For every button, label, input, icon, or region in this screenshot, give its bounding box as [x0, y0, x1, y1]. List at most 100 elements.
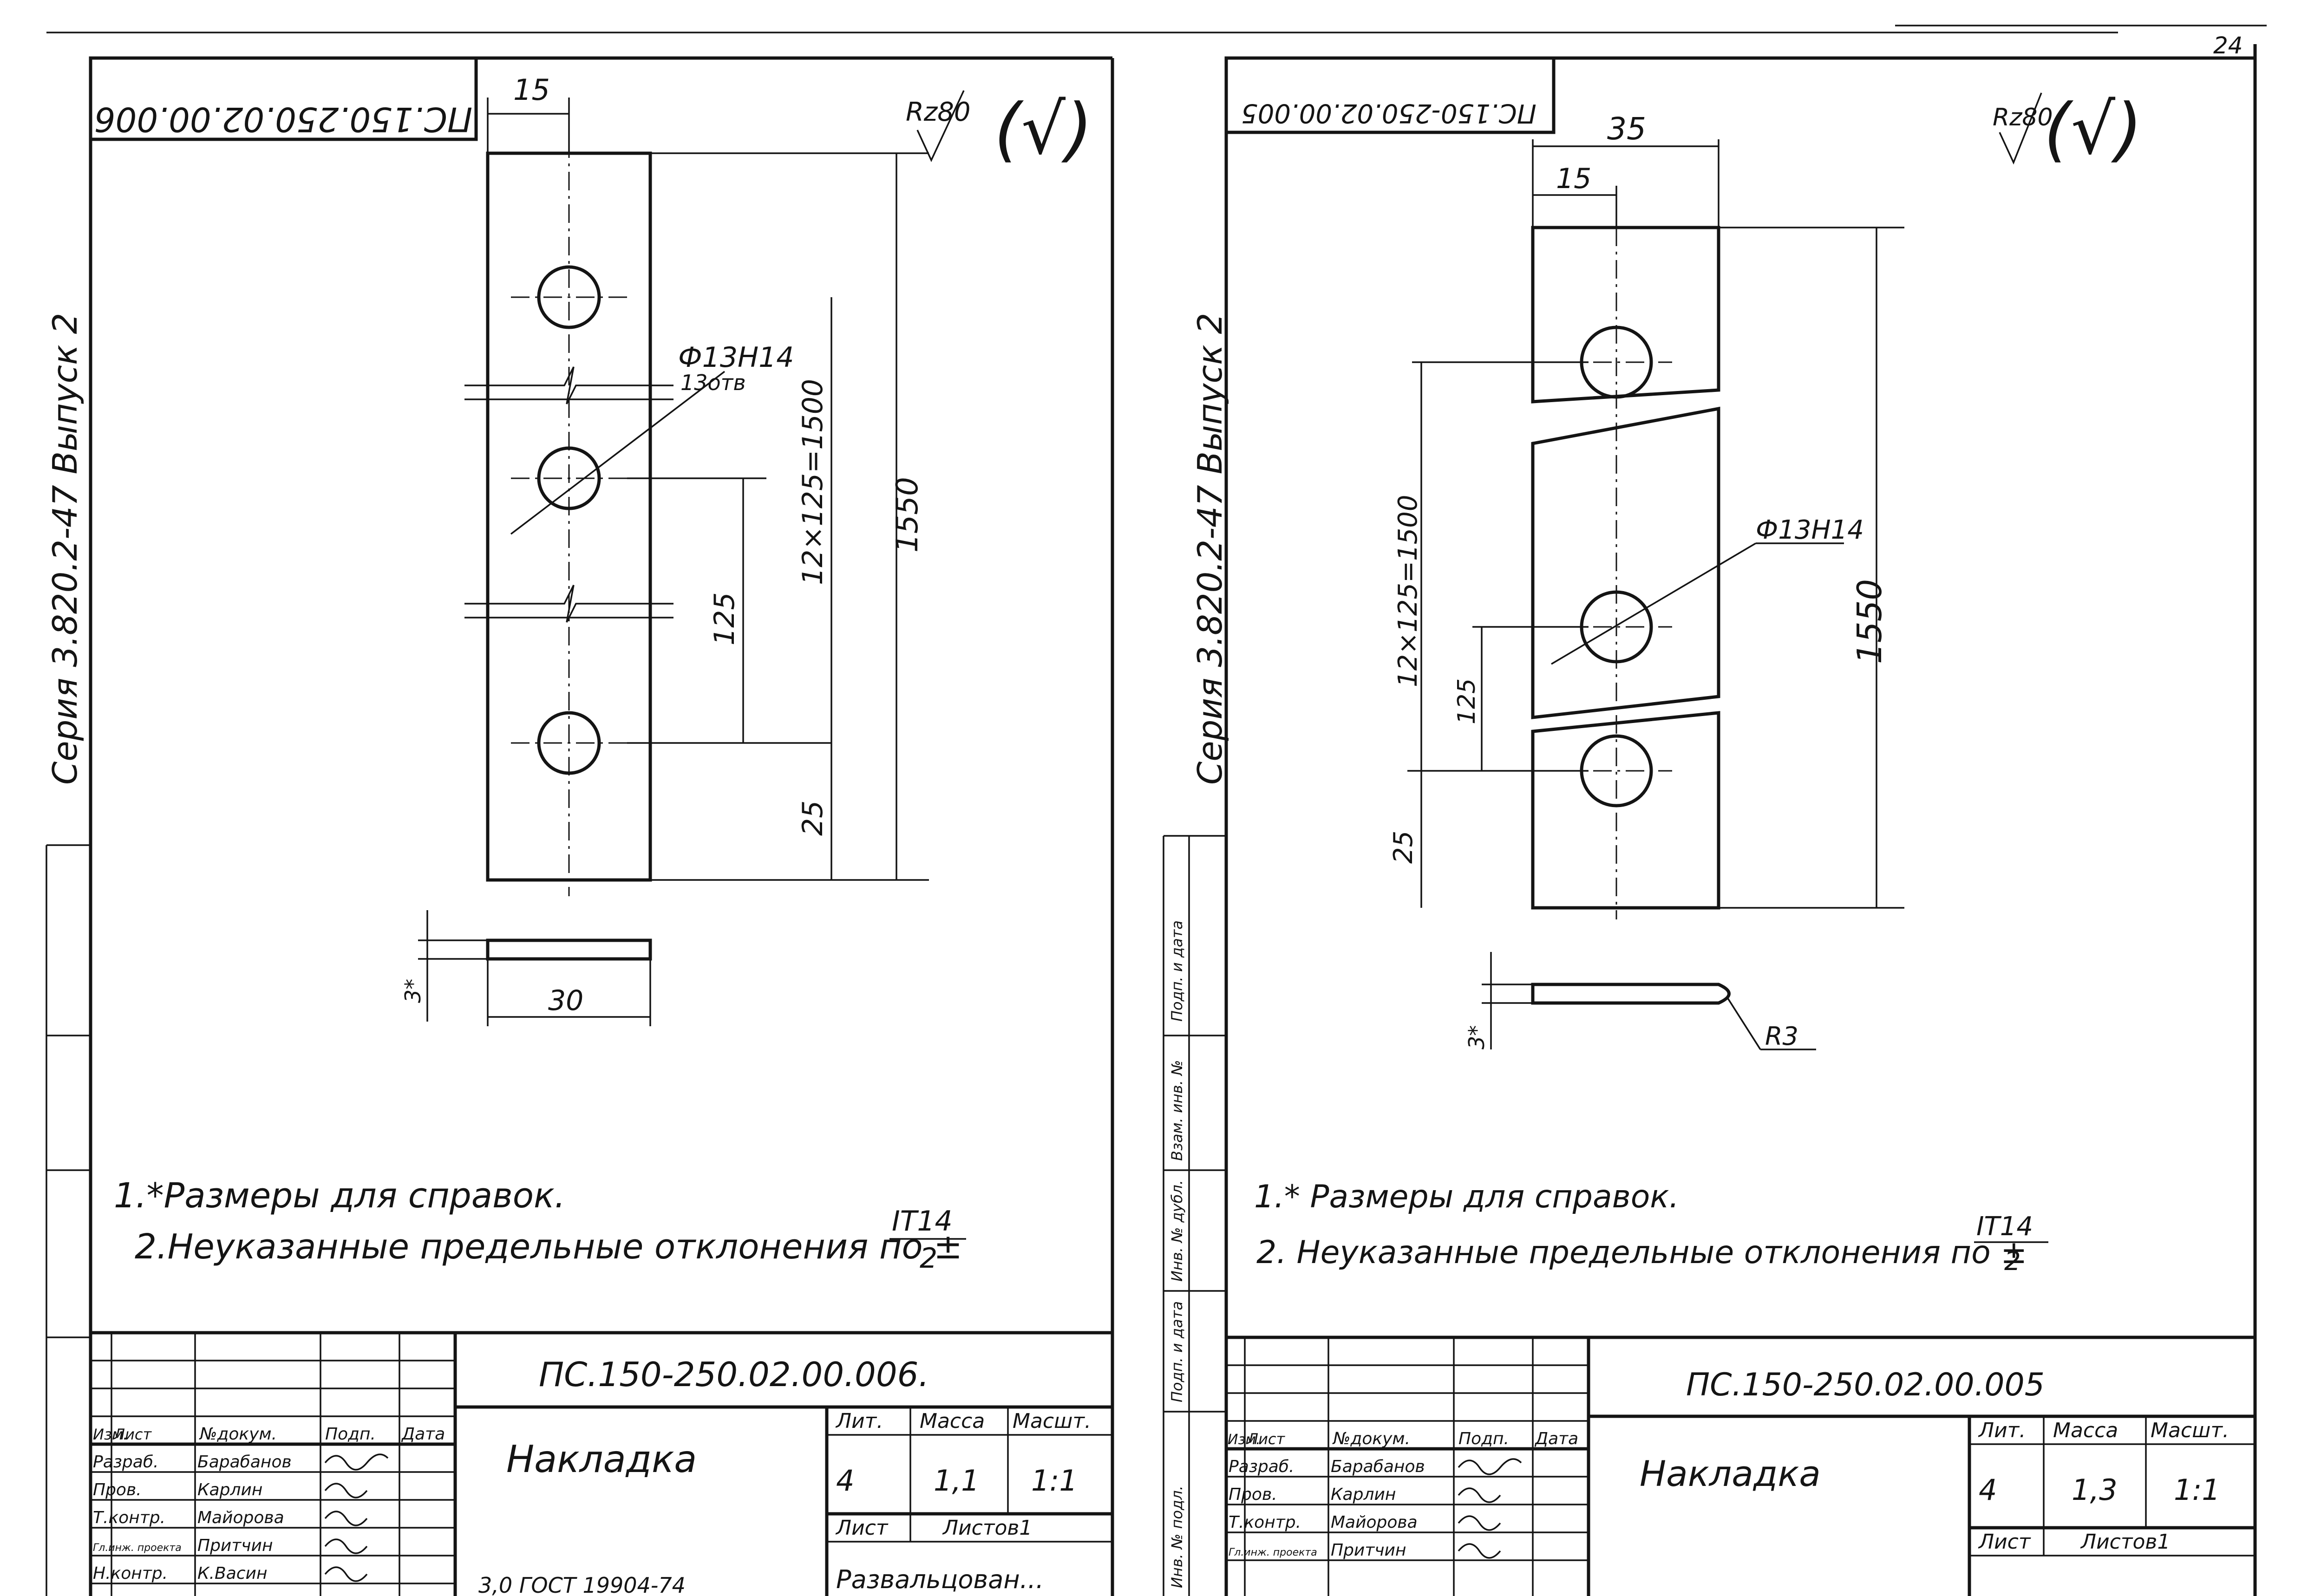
right-mass-label: Масса [2053, 1419, 2118, 1442]
left-material-extra: Развальцован... [836, 1565, 1044, 1594]
right-sheet: ПС.150-250.02.00.005 Подп. и дата Взам. … [1163, 44, 2257, 1596]
right-dim-125: 125 [1453, 678, 1481, 724]
left-tol-den: 2 [920, 1242, 937, 1275]
right-name: Майорова [1331, 1513, 1418, 1532]
right-side-label: Инв. № дубл. [1168, 1180, 1186, 1282]
left-header-list: Лист [113, 1426, 152, 1443]
right-dim-1550: 1550 [1850, 579, 1889, 664]
left-dim-1500: 12×125=1500 [797, 379, 829, 585]
right-series: Серия 3.820.2-47 Выпуск 2 [1190, 313, 1229, 785]
left-header-izm: Изм. [93, 1426, 128, 1443]
left-note-1: 1.*Размеры для справок. [114, 1176, 565, 1216]
right-note-2: 2. Неуказанные предельные отклонения по … [1256, 1234, 2027, 1271]
left-role: Т.контр. [93, 1508, 165, 1527]
right-role: Гл.инж. проекта [1229, 1547, 1317, 1558]
left-hole-leader [510, 371, 726, 535]
left-role: Разраб. [93, 1453, 158, 1472]
right-role: Пров. [1229, 1485, 1277, 1504]
left-tol-num: IT14 [892, 1205, 953, 1238]
left-name: Притчин [197, 1536, 273, 1555]
left-lit-label: Лит. [835, 1409, 883, 1433]
right-radius-leader [1727, 998, 1761, 1050]
right-note-1: 1.* Размеры для справок. [1254, 1179, 1679, 1215]
right-tol-num: IT14 [1976, 1212, 2033, 1242]
page-number: 24 [2213, 32, 2243, 59]
left-name: Барабанов [197, 1453, 292, 1472]
right-tol-den: 2 [2004, 1246, 2021, 1277]
left-sheet: ПС.150.250.02.00.006 Серия 3.820.2-47 Вы… [46, 56, 1114, 1596]
right-role: Разраб. [1229, 1457, 1294, 1476]
right-plate-bottom [1531, 711, 1720, 910]
right-sheets-label: Листов1 [2080, 1530, 2170, 1554]
left-holes-count: 13отв [680, 370, 746, 395]
left-roughness: Rz80 [906, 97, 971, 127]
left-signature [324, 1453, 389, 1582]
left-surface-symbol: (√) [994, 89, 1093, 170]
right-plate-mid [1531, 406, 1720, 719]
right-signature [1458, 1458, 1522, 1559]
left-break-line [464, 366, 673, 404]
right-lit-label: Лит. [1978, 1419, 2026, 1442]
right-dim-15: 15 [1556, 163, 1591, 195]
right-dim-35: 35 [1607, 111, 1646, 147]
left-note-2: 2.Неуказанные предельные отклонения по ± [135, 1227, 962, 1267]
left-sheets-label: Листов1 [942, 1516, 1032, 1540]
right-header-list: Лист [1247, 1430, 1285, 1448]
left-series: Серия 3.820.2-47 Выпуск 2 [46, 313, 85, 785]
right-side-label: Инв. № подл. [1168, 1485, 1186, 1588]
right-side-label: Подп. и дата [1168, 1301, 1186, 1402]
right-lit-value: 4 [1979, 1473, 1997, 1507]
left-break-line [464, 585, 673, 623]
right-header-sign: Подп. [1458, 1429, 1509, 1448]
right-roughness-check [1999, 92, 2042, 165]
right-roughness: Rz80 [1993, 104, 2053, 131]
left-name: Майорова [197, 1508, 284, 1527]
right-surface-symbol: (√) [2044, 89, 2143, 170]
right-mirror-code: ПС.150-250.02.00.005 [1241, 98, 1536, 128]
left-dim-25: 25 [797, 801, 829, 836]
left-header-sign: Подп. [325, 1425, 376, 1444]
left-role: Пров. [93, 1480, 142, 1499]
left-header-doc: №докум. [199, 1425, 277, 1444]
left-mass-label: Масса [920, 1409, 985, 1433]
right-plate-top [1531, 226, 1720, 404]
right-sheet-label: Лист [1978, 1530, 2031, 1554]
left-hole [537, 711, 601, 775]
right-name: Барабанов [1331, 1457, 1425, 1476]
left-sheet-label: Лист [835, 1516, 889, 1540]
left-role: Н.контр. [93, 1564, 168, 1583]
left-code-box [89, 56, 478, 141]
right-header-izm: Изм. [1228, 1432, 1261, 1448]
right-dim-1500: 12×125=1500 [1393, 495, 1423, 687]
left-scale-label: Масшт. [1013, 1409, 1091, 1433]
left-dim-125: 125 [708, 592, 741, 645]
left-doc-code: ПС.150-250.02.00.006. [539, 1355, 929, 1394]
right-side-label: Подп. и дата [1168, 920, 1186, 1022]
right-scale-label: Масшт. [2151, 1419, 2229, 1442]
right-name: Карлин [1331, 1485, 1396, 1504]
left-title-block [91, 1331, 1112, 1596]
left-dim-1550: 1550 [890, 477, 925, 553]
right-doc-code: ПС.150-250.02.00.005 [1686, 1367, 2045, 1403]
left-hole [537, 446, 601, 510]
right-name: Притчин [1331, 1541, 1406, 1560]
right-header-date: Дата [1534, 1429, 1578, 1448]
left-hole [537, 265, 601, 329]
right-scale-value: 1:1 [2174, 1473, 2220, 1507]
left-header-date: Дата [401, 1425, 445, 1444]
right-stamp-title: Накладка [1640, 1453, 1821, 1494]
left-mirror-code: ПС.150.250.02.00.006 [94, 100, 472, 139]
right-dim-radius: R3 [1765, 1022, 1798, 1051]
left-scale-value: 1:1 [1031, 1464, 1078, 1498]
left-role: Гл.инж. проекта [93, 1542, 182, 1554]
right-title-block [1226, 1335, 2255, 1596]
right-side-label: Взам. инв. № [1168, 1060, 1186, 1161]
left-name: К.Васин [197, 1564, 268, 1583]
left-roughness-check [916, 90, 965, 163]
left-mass-value: 1,1 [934, 1464, 980, 1498]
left-stamp-title: Накладка [506, 1438, 697, 1481]
right-hole-leader [1551, 542, 1756, 665]
right-dim-25: 25 [1388, 831, 1419, 864]
left-material: 3,0 ГОСТ 19904-74 [478, 1573, 686, 1596]
